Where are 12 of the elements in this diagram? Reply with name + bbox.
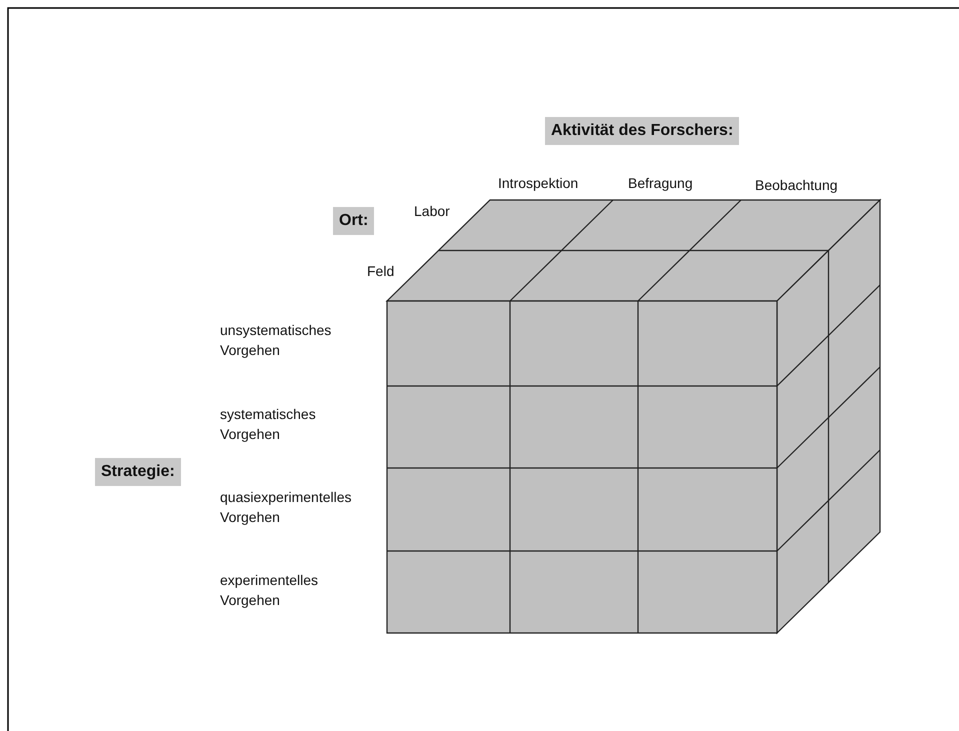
- row-label: experimentelles Vorgehen: [220, 571, 320, 610]
- axis-heading: Strategie:: [95, 458, 181, 486]
- column-label: Beobachtung: [755, 176, 838, 195]
- row-label: quasiexperimentelles Vorgehen: [220, 488, 353, 527]
- depth-label: Labor: [414, 202, 450, 221]
- row-label: unsystematisches Vorgehen: [220, 321, 332, 360]
- column-label: Befragung: [628, 174, 693, 193]
- depth-label: Feld: [367, 262, 394, 281]
- row-label: systematisches Vorgehen: [220, 405, 317, 444]
- axis-heading: Aktivität des Forschers:: [545, 117, 740, 145]
- column-label: Introspektion: [498, 174, 578, 193]
- axis-heading: Ort:: [333, 207, 374, 235]
